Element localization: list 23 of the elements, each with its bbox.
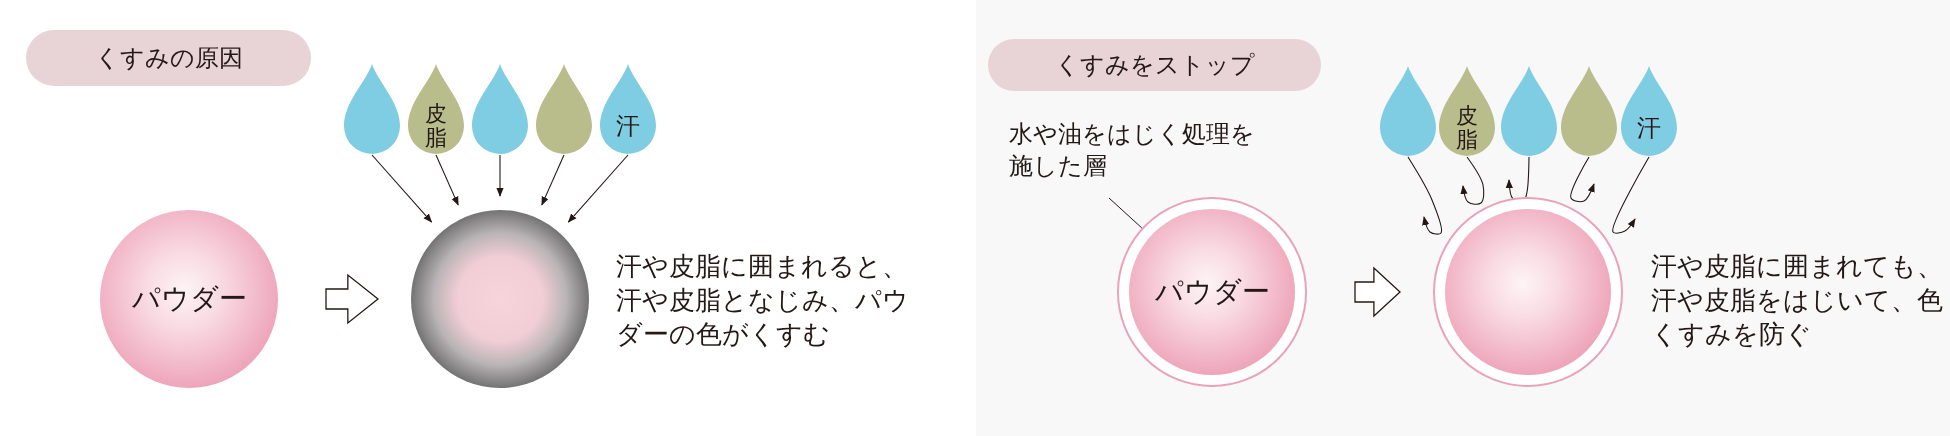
particle-label: パウダー	[1154, 274, 1270, 310]
bounce-arrow	[1570, 156, 1595, 203]
arrow	[567, 154, 629, 223]
particle-label: パウダー	[131, 281, 247, 317]
bounce-arrow	[1612, 156, 1650, 234]
arrow	[371, 154, 433, 223]
bounce-arrow	[1460, 156, 1485, 205]
hollow-arrow	[325, 273, 380, 325]
arrow	[435, 154, 459, 206]
droplet-label: 汗	[1637, 114, 1661, 142]
arrow	[496, 154, 504, 197]
droplet-label: 皮脂	[1456, 103, 1478, 153]
leader-line	[1108, 197, 1143, 229]
arrow	[541, 154, 565, 206]
droplet-label: 皮脂	[425, 101, 447, 151]
heading-pill: くすみをストップ	[988, 39, 1321, 91]
bounce-arrow	[1407, 156, 1443, 235]
callout-text: 水や油をはじく処理を施した層	[1009, 118, 1259, 183]
description-text: 汗や皮脂に囲まれても、汗や皮脂をはじいて、色くすみを防ぐ	[1651, 250, 1944, 351]
droplet-label: 汗	[616, 112, 640, 140]
hollow-arrow	[1354, 266, 1401, 318]
heading-pill: くすみの原因	[26, 30, 311, 86]
description-text: 汗や皮脂に囲まれると、汗や皮脂となじみ、パウダーの色がくすむ	[616, 250, 910, 351]
